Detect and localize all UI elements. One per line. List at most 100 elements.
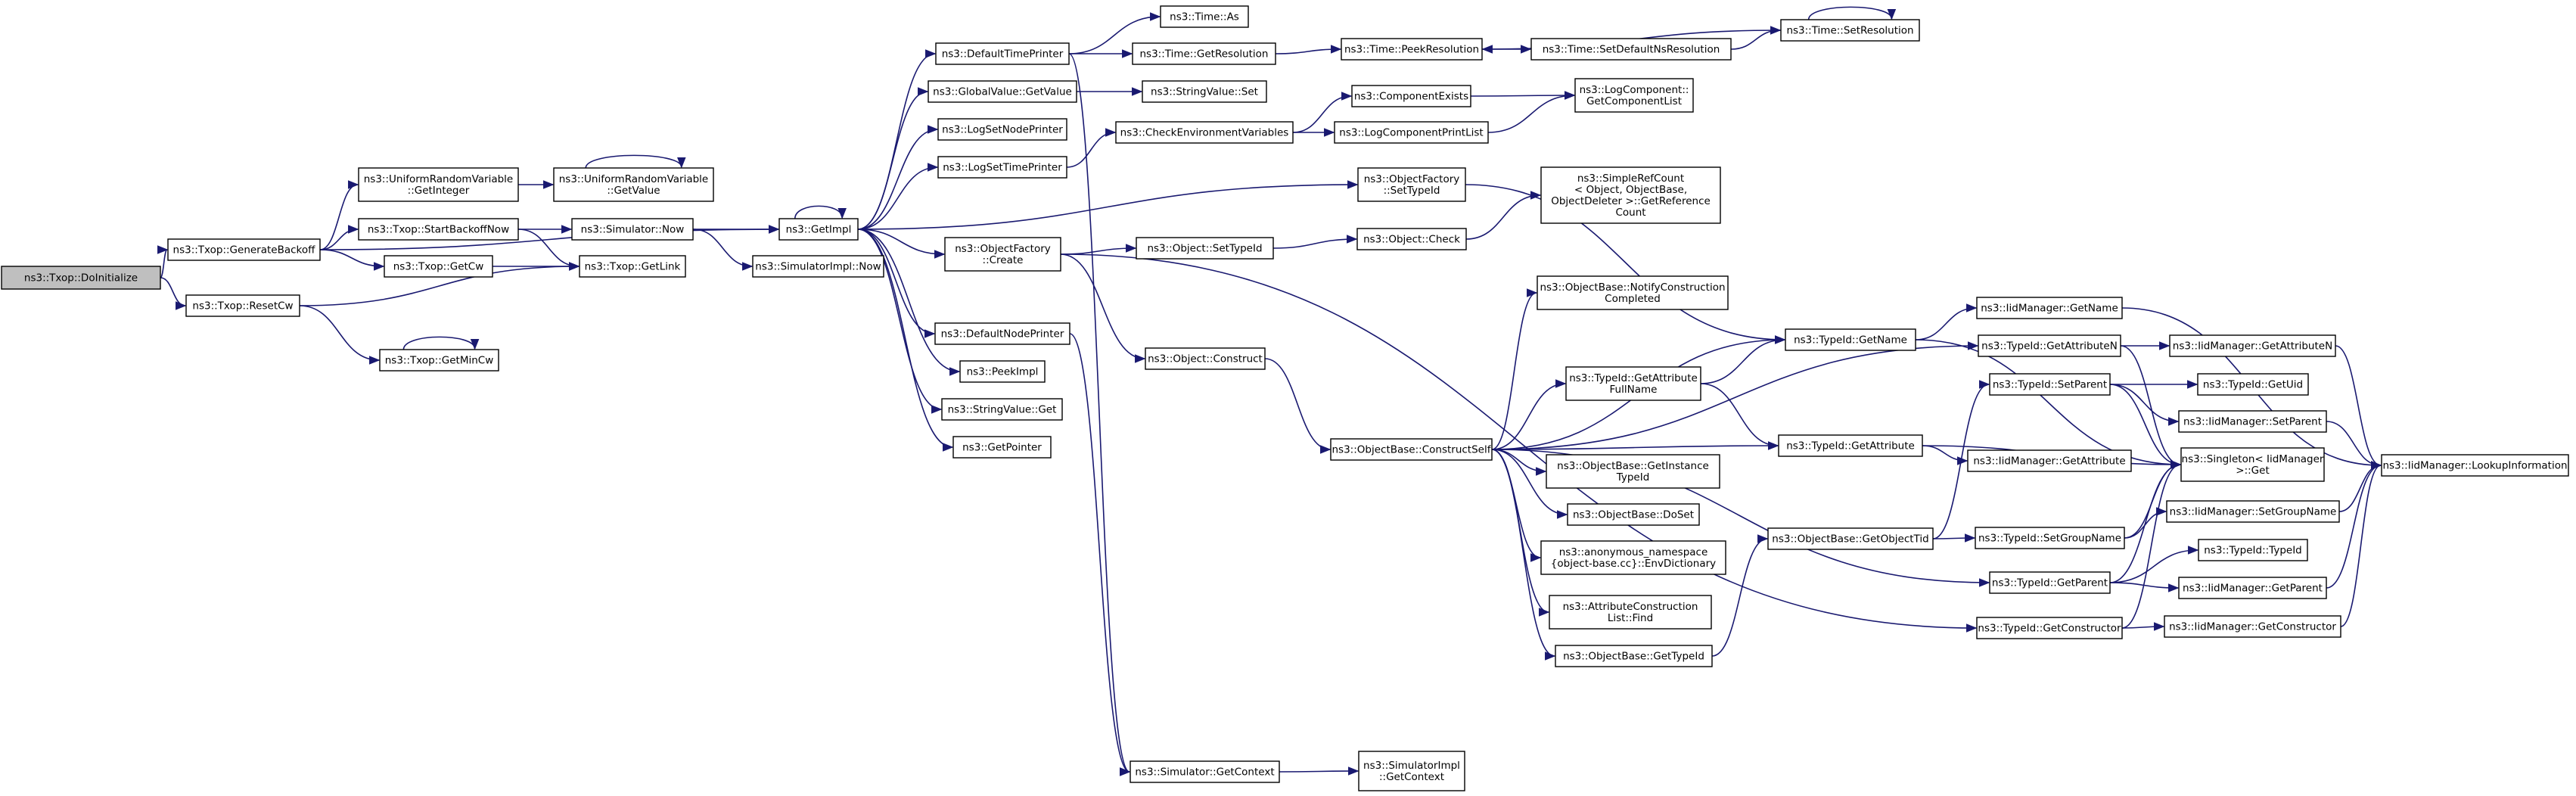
node-deftimepr[interactable]: ns3::DefaultTimePrinter (935, 42, 1070, 65)
node-iidgetattr[interactable]: ns3::IidManager::GetAttribute (1967, 449, 2132, 472)
node-tidgetparent[interactable]: ns3::TypeId::GetParent (1989, 571, 2111, 594)
node-simnow[interactable]: ns3::Simulator::Now (571, 218, 694, 241)
node-tidgetctor[interactable]: ns3::TypeId::GetConstructor (1976, 617, 2123, 639)
node-iidgetctor[interactable]: ns3::IidManager::GetConstructor (2164, 615, 2341, 638)
node-iidgetattrn[interactable]: ns3::IidManager::GetAttributeN (2169, 334, 2336, 357)
node-simgetctx[interactable]: ns3::Simulator::GetContext (1130, 760, 1280, 783)
node-checkenv[interactable]: ns3::CheckEnvironmentVariables (1115, 121, 1294, 144)
node-tidsetgroup[interactable]: ns3::TypeId::SetGroupName (1975, 527, 2125, 549)
node-label: ns3::CheckEnvironmentVariables (1120, 127, 1289, 139)
node-objfcreate[interactable]: ns3::ObjectFactory::Create (944, 237, 1061, 272)
node-logsettime[interactable]: ns3::LogSetTimePrinter (937, 156, 1067, 179)
node-box (959, 360, 1046, 383)
node-label: GetComponentList (1586, 95, 1682, 107)
node-strvalset[interactable]: ns3::StringValue::Set (1142, 80, 1267, 103)
node-iidlookup[interactable]: ns3::IidManager::LookupInformation (2381, 454, 2569, 477)
node-simimplgetctx[interactable]: ns3::SimulatorImpl::GetContext (1358, 751, 1465, 791)
edge-getimpl-to-globget (857, 87, 929, 230)
edge-obconstructself-to-tidgetattrfull (1491, 379, 1567, 450)
node-obdoset[interactable]: ns3::ObjectBase::DoSet (1567, 503, 1700, 526)
node-urvgetval[interactable]: ns3::UniformRandomVariable::GetValue (553, 167, 714, 202)
node-label: ns3::ObjectBase::GetTypeId (1563, 651, 1704, 663)
node-obgetobjtid[interactable]: ns3::ObjectBase::GetObjectTid (1767, 527, 1934, 550)
node-box (384, 255, 493, 278)
node-globget[interactable]: ns3::GlobalValue::GetValue (928, 80, 1077, 103)
node-timepeekres[interactable]: ns3::Time::PeekResolution (1341, 38, 1483, 61)
node-getpointer[interactable]: ns3::GetPointer (952, 436, 1052, 459)
node-box (934, 322, 1070, 345)
node-iidgetname[interactable]: ns3::IidManager::GetName (1976, 297, 2123, 319)
node-box (2197, 373, 2309, 396)
node-objconstr[interactable]: ns3::Object::Construct (1145, 347, 1266, 370)
node-iidgetparent[interactable]: ns3::IidManager::GetParent (2178, 577, 2327, 599)
node-iidsetgroup[interactable]: ns3::IidManager::SetGroupName (2166, 500, 2340, 523)
node-obconstructself[interactable]: ns3::ObjectBase::ConstructSelf (1330, 438, 1493, 461)
edge-genback-to-getimpl (319, 225, 780, 250)
node-timesetres[interactable]: ns3::Time::SetResolution (1780, 19, 1920, 42)
node-getcw[interactable]: ns3::Txop::GetCw (384, 255, 493, 278)
node-tidgetname[interactable]: ns3::TypeId::GetName (1785, 328, 1916, 351)
node-label: ns3::TypeId::GetAttributeN (1981, 340, 2118, 353)
edge-objfsettid-to-tidgetname (1465, 184, 1786, 344)
node-logcompgetlist[interactable]: ns3::LogComponent::GetComponentList (1574, 78, 1694, 113)
node-strvalget[interactable]: ns3::StringValue::Get (941, 398, 1063, 421)
node-box (1358, 751, 1465, 791)
node-label: ns3::IidManager::SetParent (2183, 416, 2322, 428)
node-objcheck[interactable]: ns3::Object::Check (1356, 228, 1467, 250)
node-label: ns3::ObjectBase::NotifyConstruction (1540, 281, 1725, 294)
edge-objcheck-to-simplerefcount (1465, 191, 1542, 240)
node-objsettid[interactable]: ns3::Object::SetTypeId (1136, 237, 1274, 260)
node-getimpl[interactable]: ns3::GetImpl (778, 218, 859, 241)
node-timegetres[interactable]: ns3::Time::GetResolution (1132, 42, 1276, 65)
node-logcompprint[interactable]: ns3::LogComponentPrintList (1334, 121, 1489, 144)
node-obgettid[interactable]: ns3::ObjectBase::GetTypeId (1555, 645, 1713, 667)
node-genback[interactable]: ns3::Txop::GenerateBackoff (167, 238, 321, 261)
node-logsetnode[interactable]: ns3::LogSetNodePrinter (937, 118, 1067, 141)
node-box (1130, 760, 1280, 783)
node-tidtypeid[interactable]: ns3::TypeId::TypeId (2198, 539, 2308, 561)
node-label: ns3::IidManager::GetAttributeN (2173, 340, 2332, 353)
node-getlink[interactable]: ns3::Txop::GetLink (579, 255, 686, 278)
node-peekimpl[interactable]: ns3::PeekImpl (959, 360, 1046, 383)
node-box (952, 436, 1052, 459)
edge-getimpl-to-logsetnode (857, 125, 939, 230)
node-simplerefcount[interactable]: ns3::SimpleRefCount< Object, ObjectBase,… (1540, 166, 1721, 224)
node-simimplnow[interactable]: ns3::SimulatorImpl::Now (752, 255, 884, 278)
node-tidgetuid[interactable]: ns3::TypeId::GetUid (2197, 373, 2309, 396)
node-singleton[interactable]: ns3::Singleton< IidManager>::Get (2180, 447, 2325, 482)
node-getmincw[interactable]: ns3::Txop::GetMinCw (379, 349, 499, 372)
node-resetcw[interactable]: ns3::Txop::ResetCw (185, 294, 300, 317)
node-iidsetparent[interactable]: ns3::IidManager::SetParent (2178, 410, 2327, 433)
node-anonenv[interactable]: ns3::anonymous_namespace{object-base.cc}… (1540, 540, 1726, 575)
node-label: ns3::ComponentExists (1354, 91, 1468, 103)
node-label: ns3::Txop::GetCw (393, 261, 484, 273)
node-tidsetparent[interactable]: ns3::TypeId::SetParent (1989, 373, 2111, 396)
node-label: FullName (1610, 384, 1658, 396)
edge-tidgetctor-to-singleton (2121, 460, 2182, 629)
node-box (1136, 237, 1274, 260)
node-label: ns3::Object::SetTypeId (1147, 243, 1262, 255)
node-urvgetint[interactable]: ns3::UniformRandomVariable::GetInteger (358, 167, 519, 202)
node-tidgetattr[interactable]: ns3::TypeId::GetAttribute (1778, 434, 1923, 457)
edge-obconstructself-to-tidgetattr (1491, 441, 1779, 450)
node-doinit[interactable]: ns3::Txop::DoInitialize (1, 266, 161, 290)
node-compexists[interactable]: ns3::ComponentExists (1351, 85, 1471, 107)
node-startback[interactable]: ns3::Txop::StartBackoffNow (358, 218, 519, 241)
edge-getimpl-to-objfsettid (857, 180, 1359, 230)
node-defnodepr[interactable]: ns3::DefaultNodePrinter (934, 322, 1070, 345)
node-objfsettid[interactable]: ns3::ObjectFactory::SetTypeId (1357, 167, 1466, 202)
edge-resetcw-to-getmincw (299, 305, 381, 365)
node-obnotify[interactable]: ns3::ObjectBase::NotifyConstructionCompl… (1537, 275, 1729, 310)
node-label: >::Get (2236, 465, 2269, 477)
node-tidgetattrn[interactable]: ns3::TypeId::GetAttributeN (1978, 334, 2121, 357)
node-label: ns3::DefaultNodePrinter (941, 328, 1064, 340)
node-timesetdefns[interactable]: ns3::Time::SetDefaultNsResolution (1530, 38, 1732, 61)
edge-tidgetattrfull-to-tidgetattr (1700, 383, 1779, 450)
node-label: ns3::Time::PeekResolution (1344, 44, 1479, 56)
node-timeas[interactable]: ns3::Time::As (1160, 5, 1249, 28)
edge-logcompprint-to-logcompgetlist (1487, 91, 1576, 133)
node-box (1555, 645, 1713, 667)
